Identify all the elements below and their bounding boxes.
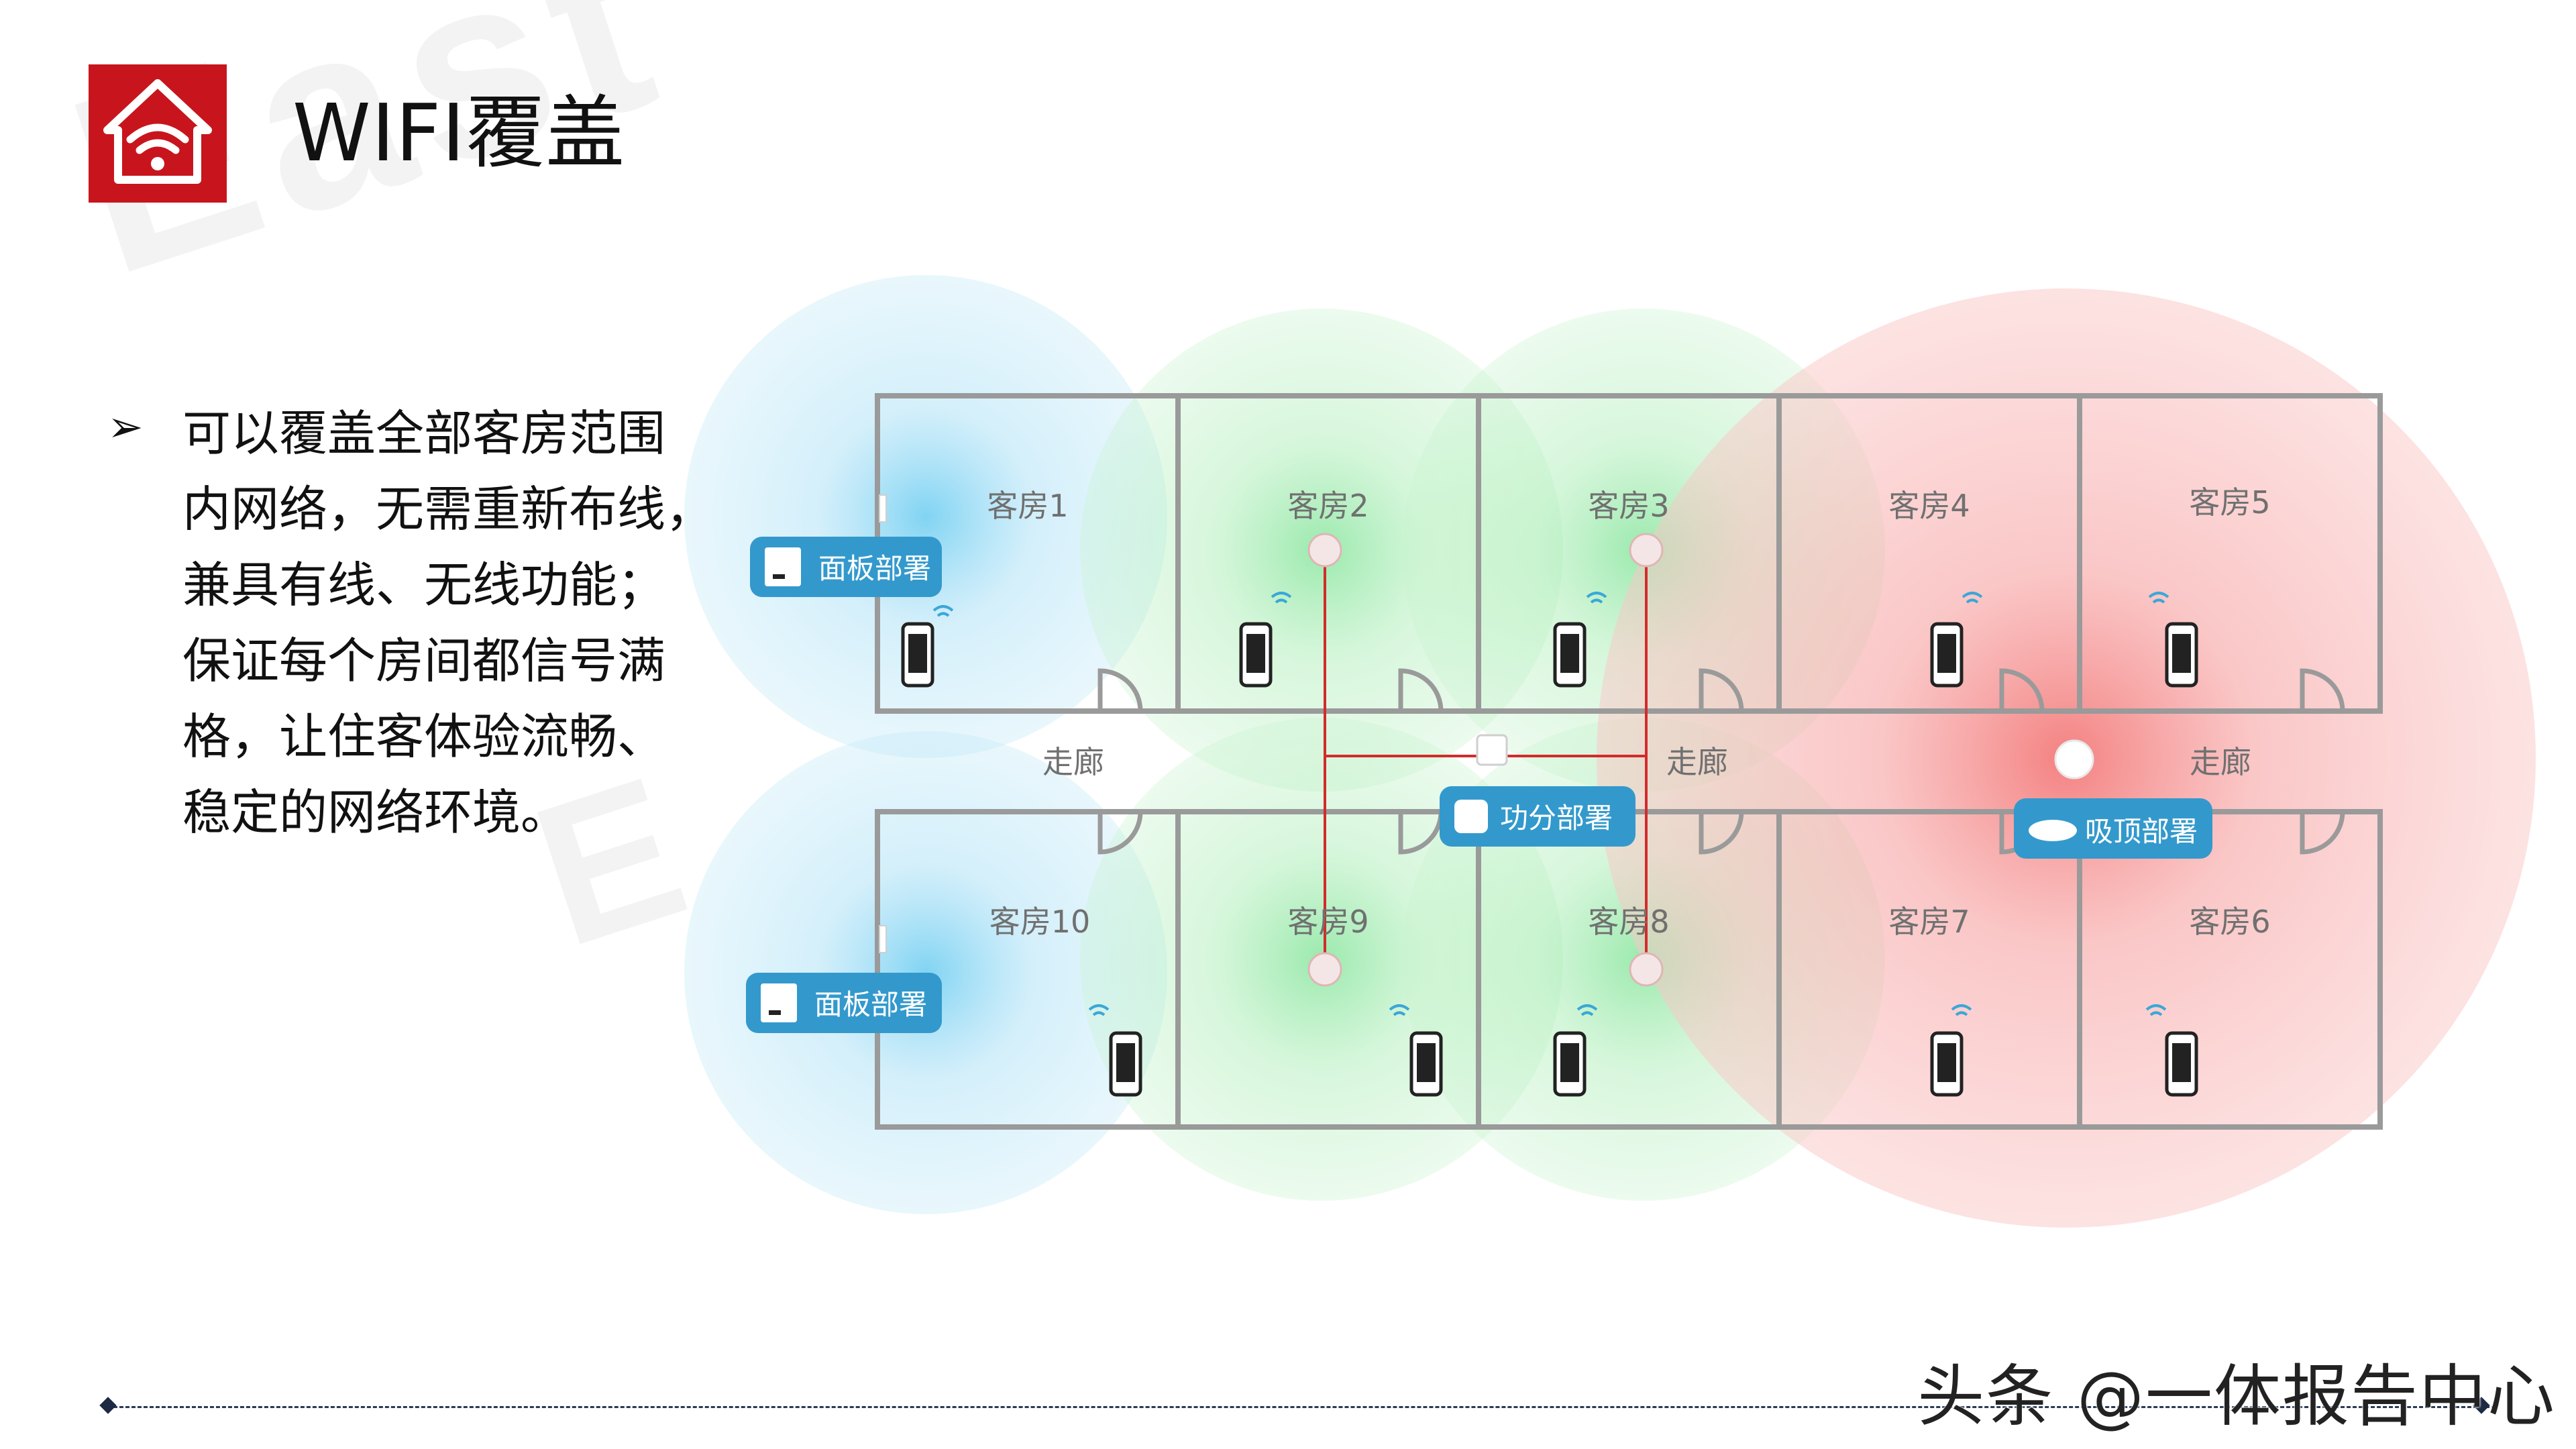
splitter-icon <box>1476 734 1508 766</box>
bullet-line: 稳定的网络环境。 <box>182 784 570 841</box>
arrow-bullet-icon: ➢ <box>107 402 144 452</box>
phone-icon <box>1553 1004 1598 1097</box>
ap-icon <box>1307 533 1342 568</box>
doors <box>1097 668 2345 855</box>
door-icon <box>2300 668 2345 712</box>
room-label: 客房5 <box>2189 484 2270 521</box>
ap-icon <box>1307 952 1342 987</box>
door-icon <box>1398 668 1444 712</box>
callout-label: 吸顶部署 <box>2085 815 2198 848</box>
ap-icon <box>1629 952 1664 987</box>
callout-label: 面板部署 <box>814 988 927 1021</box>
door-icon <box>1097 668 1143 712</box>
panel-ap-icon <box>879 925 887 953</box>
door-icon <box>2300 811 2345 855</box>
phone-icon <box>1553 592 1607 688</box>
phone-icon <box>1389 1004 1443 1097</box>
phone-icon <box>1930 592 1983 688</box>
room-label: 客房4 <box>1888 488 1970 524</box>
phone-icon <box>901 605 954 688</box>
door-icon <box>1097 811 1143 855</box>
footer-attribution: 头条 @一体报告中心 <box>1917 1357 2556 1436</box>
phones <box>901 592 2198 1097</box>
footer-divider <box>107 1406 2496 1408</box>
bullet-line: 兼具有线、无线功能； <box>182 557 666 613</box>
callout-panel-bottom: 面板部署 <box>746 973 942 1033</box>
callout-splitter: 功分部署 <box>1440 786 1635 847</box>
bullet-line: 可以覆盖全部客房范围 <box>182 405 666 462</box>
callout-label: 功分部署 <box>1500 802 1613 835</box>
ap-icon <box>1629 533 1664 568</box>
room-label: 客房7 <box>1888 904 1970 940</box>
phone-icon <box>1088 1004 1142 1097</box>
callout-panel-top: 面板部署 <box>750 537 942 597</box>
room-label: 客房9 <box>1287 904 1368 940</box>
logo <box>89 64 227 203</box>
room-label: 客房2 <box>1287 488 1368 524</box>
room-labels: 客房1 客房2 客房3 客房4 客房5 客房10 客房9 客房8 客房7 客房6… <box>987 484 2270 940</box>
phone-icon <box>1239 592 1292 688</box>
corridor-label: 走廊 <box>1042 744 1104 780</box>
bullet-line: 内网络，无需重新布线， <box>182 481 714 537</box>
access-points <box>879 494 2094 987</box>
room-label: 客房1 <box>987 488 1068 524</box>
corridor-label: 走廊 <box>1666 744 1728 780</box>
bullet-text: 可以覆盖全部客房范围 内网络，无需重新布线， 兼具有线、无线功能； 保证每个房间… <box>182 396 719 851</box>
callout-ceiling: 吸顶部署 <box>2014 798 2212 859</box>
door-icon <box>1699 668 1744 712</box>
room-label: 客房3 <box>1588 488 1669 524</box>
room-label: 客房6 <box>2189 904 2270 940</box>
panel-ap-icon <box>879 494 887 523</box>
wifi-home-icon <box>103 79 212 184</box>
callout-label: 面板部署 <box>818 552 931 585</box>
ceiling-ap-icon <box>2054 739 2094 780</box>
coverage-zones <box>684 275 2536 1228</box>
phone-icon <box>1930 1004 1972 1097</box>
phone-icon <box>2145 1004 2198 1097</box>
door-icon <box>1999 668 2045 712</box>
phone-icon <box>2148 592 2198 688</box>
room-label: 客房10 <box>989 904 1091 940</box>
corridor-label: 走廊 <box>2190 744 2251 780</box>
door-icon <box>1699 811 1744 855</box>
bullet-line: 保证每个房间都信号满 <box>182 633 666 689</box>
page-title: WIFI覆盖 <box>292 87 626 179</box>
bullet-line: 格，让住客体验流畅、 <box>182 708 666 765</box>
room-label: 客房8 <box>1588 904 1669 940</box>
